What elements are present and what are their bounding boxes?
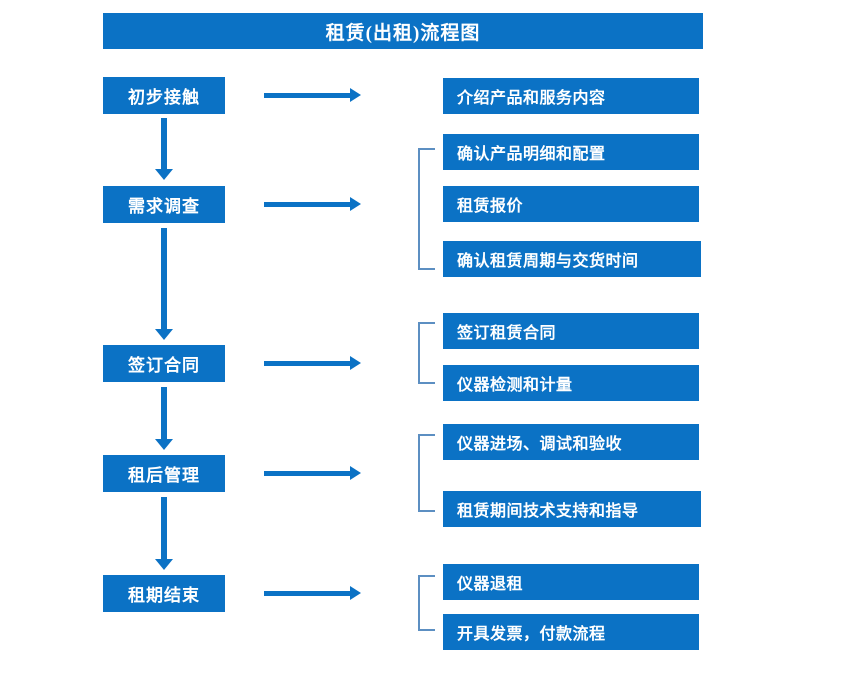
bracket-icon-post-rental: [418, 434, 435, 512]
page-title: 租赁(出租)流程图: [103, 13, 703, 49]
down-arrow-icon-3: [155, 387, 173, 450]
down-arrow-icon-4: [155, 497, 173, 570]
detail-box-instrument-entry-commissioning[interactable]: 仪器进场、调试和验收: [443, 424, 699, 460]
detail-box-instrument-inspection[interactable]: 仪器检测和计量: [443, 365, 699, 401]
detail-box-rental-quotation[interactable]: 租赁报价: [443, 186, 699, 222]
detail-box-technical-support[interactable]: 租赁期间技术支持和指导: [443, 491, 701, 527]
stage-box-demand-survey[interactable]: 需求调查: [103, 186, 225, 223]
stage-box-rental-end[interactable]: 租期结束: [103, 575, 225, 612]
right-arrow-icon-1: [264, 88, 361, 102]
right-arrow-icon-3: [264, 356, 361, 370]
bracket-icon-rental-end: [418, 575, 435, 631]
stage-box-sign-contract[interactable]: 签订合同: [103, 345, 225, 382]
down-arrow-icon-1: [155, 118, 173, 180]
detail-box-introduce-products[interactable]: 介绍产品和服务内容: [443, 78, 699, 114]
down-arrow-icon-2: [155, 228, 173, 340]
detail-box-sign-rental-contract[interactable]: 签订租赁合同: [443, 313, 699, 349]
right-arrow-icon-5: [264, 586, 361, 600]
detail-box-instrument-return[interactable]: 仪器退租: [443, 564, 699, 600]
right-arrow-icon-4: [264, 466, 361, 480]
detail-box-invoice-payment[interactable]: 开具发票，付款流程: [443, 614, 699, 650]
bracket-icon-sign-contract: [418, 322, 435, 384]
right-arrow-icon-2: [264, 197, 361, 211]
stage-box-post-rental-management[interactable]: 租后管理: [103, 455, 225, 492]
detail-box-confirm-period-delivery[interactable]: 确认租赁周期与交货时间: [443, 241, 701, 277]
stage-box-initial-contact[interactable]: 初步接触: [103, 77, 225, 114]
detail-box-confirm-product-spec[interactable]: 确认产品明细和配置: [443, 134, 699, 170]
bracket-icon-demand-survey: [418, 148, 435, 270]
